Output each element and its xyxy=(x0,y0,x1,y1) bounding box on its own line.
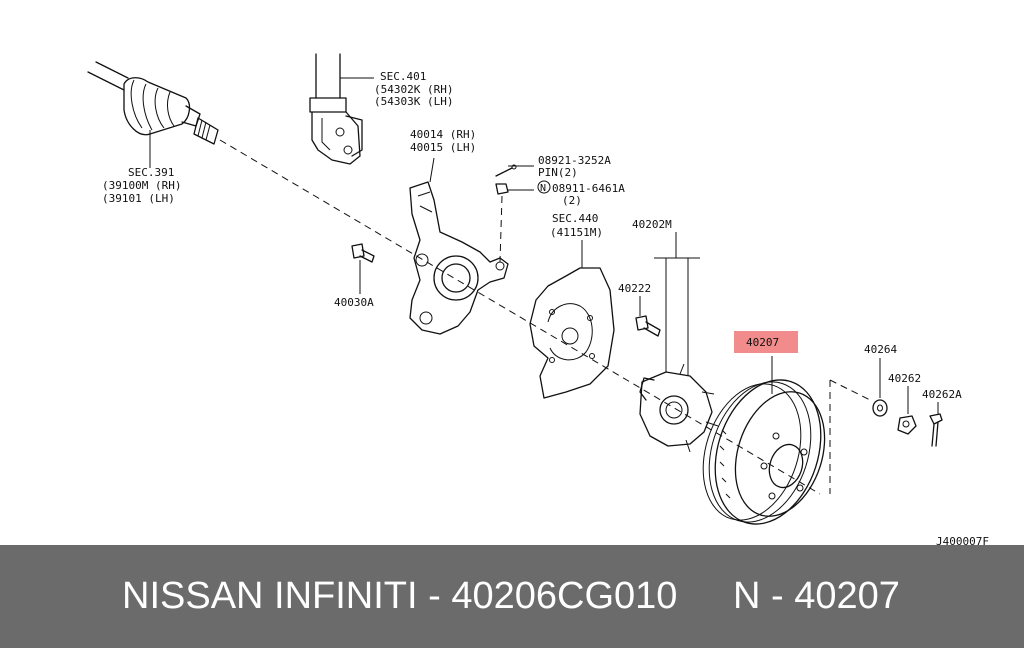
label-sec401-lh: (54303K (LH) xyxy=(374,95,453,108)
wheel-hub xyxy=(635,232,719,453)
label-sec391-rh: (39100M (RH) xyxy=(102,179,181,192)
label-sec391-lh: (39101 (LH) xyxy=(102,192,175,205)
brake-rotor xyxy=(702,356,871,525)
pin-and-nut xyxy=(495,164,534,263)
drive-shaft xyxy=(87,61,219,168)
bolt-40030a xyxy=(351,243,375,294)
label-40202m: 40202M xyxy=(632,218,672,231)
highlight-box xyxy=(734,331,798,353)
label-n-mark: N xyxy=(540,183,546,194)
label-40264: 40264 xyxy=(864,343,897,356)
reference-part-number: N - 40207 xyxy=(733,575,900,617)
parts-diagram: SEC.401 (54302K (RH) (54303K (LH) 40014 … xyxy=(87,53,989,545)
hub-fasteners xyxy=(872,358,943,447)
label-sec401-rh: (54302K (RH) xyxy=(374,83,453,96)
brand-part-number: NISSAN INFINITI - 40206CG010 xyxy=(122,575,678,617)
brake-backing-plate xyxy=(529,240,615,399)
label-sec440-part: (41151M) xyxy=(550,226,603,239)
label-40015: 40015 (LH) xyxy=(410,141,476,154)
label-08911-qty: (2) xyxy=(562,194,582,207)
label-08921: 08921-3252A xyxy=(538,154,611,167)
label-sec440: SEC.440 xyxy=(552,212,598,225)
steering-knuckle xyxy=(409,157,509,335)
part-number-banner: NISSAN INFINITI - 40206CG010 N - 40207 xyxy=(0,545,1024,648)
label-40030a: 40030A xyxy=(334,296,374,309)
diagram-code: J400007F xyxy=(936,535,989,545)
strut-assembly xyxy=(309,53,374,165)
label-40262: 40262 xyxy=(888,372,921,385)
label-sec391: SEC.391 xyxy=(128,166,174,179)
label-40014: 40014 (RH) xyxy=(410,128,476,141)
label-40207: 40207 xyxy=(746,336,779,349)
label-40262a: 40262A xyxy=(922,388,962,401)
label-pin: PIN(2) xyxy=(538,166,578,179)
label-sec401: SEC.401 xyxy=(380,70,426,83)
label-40222: 40222 xyxy=(618,282,651,295)
label-08911: 08911-6461A xyxy=(552,182,625,195)
